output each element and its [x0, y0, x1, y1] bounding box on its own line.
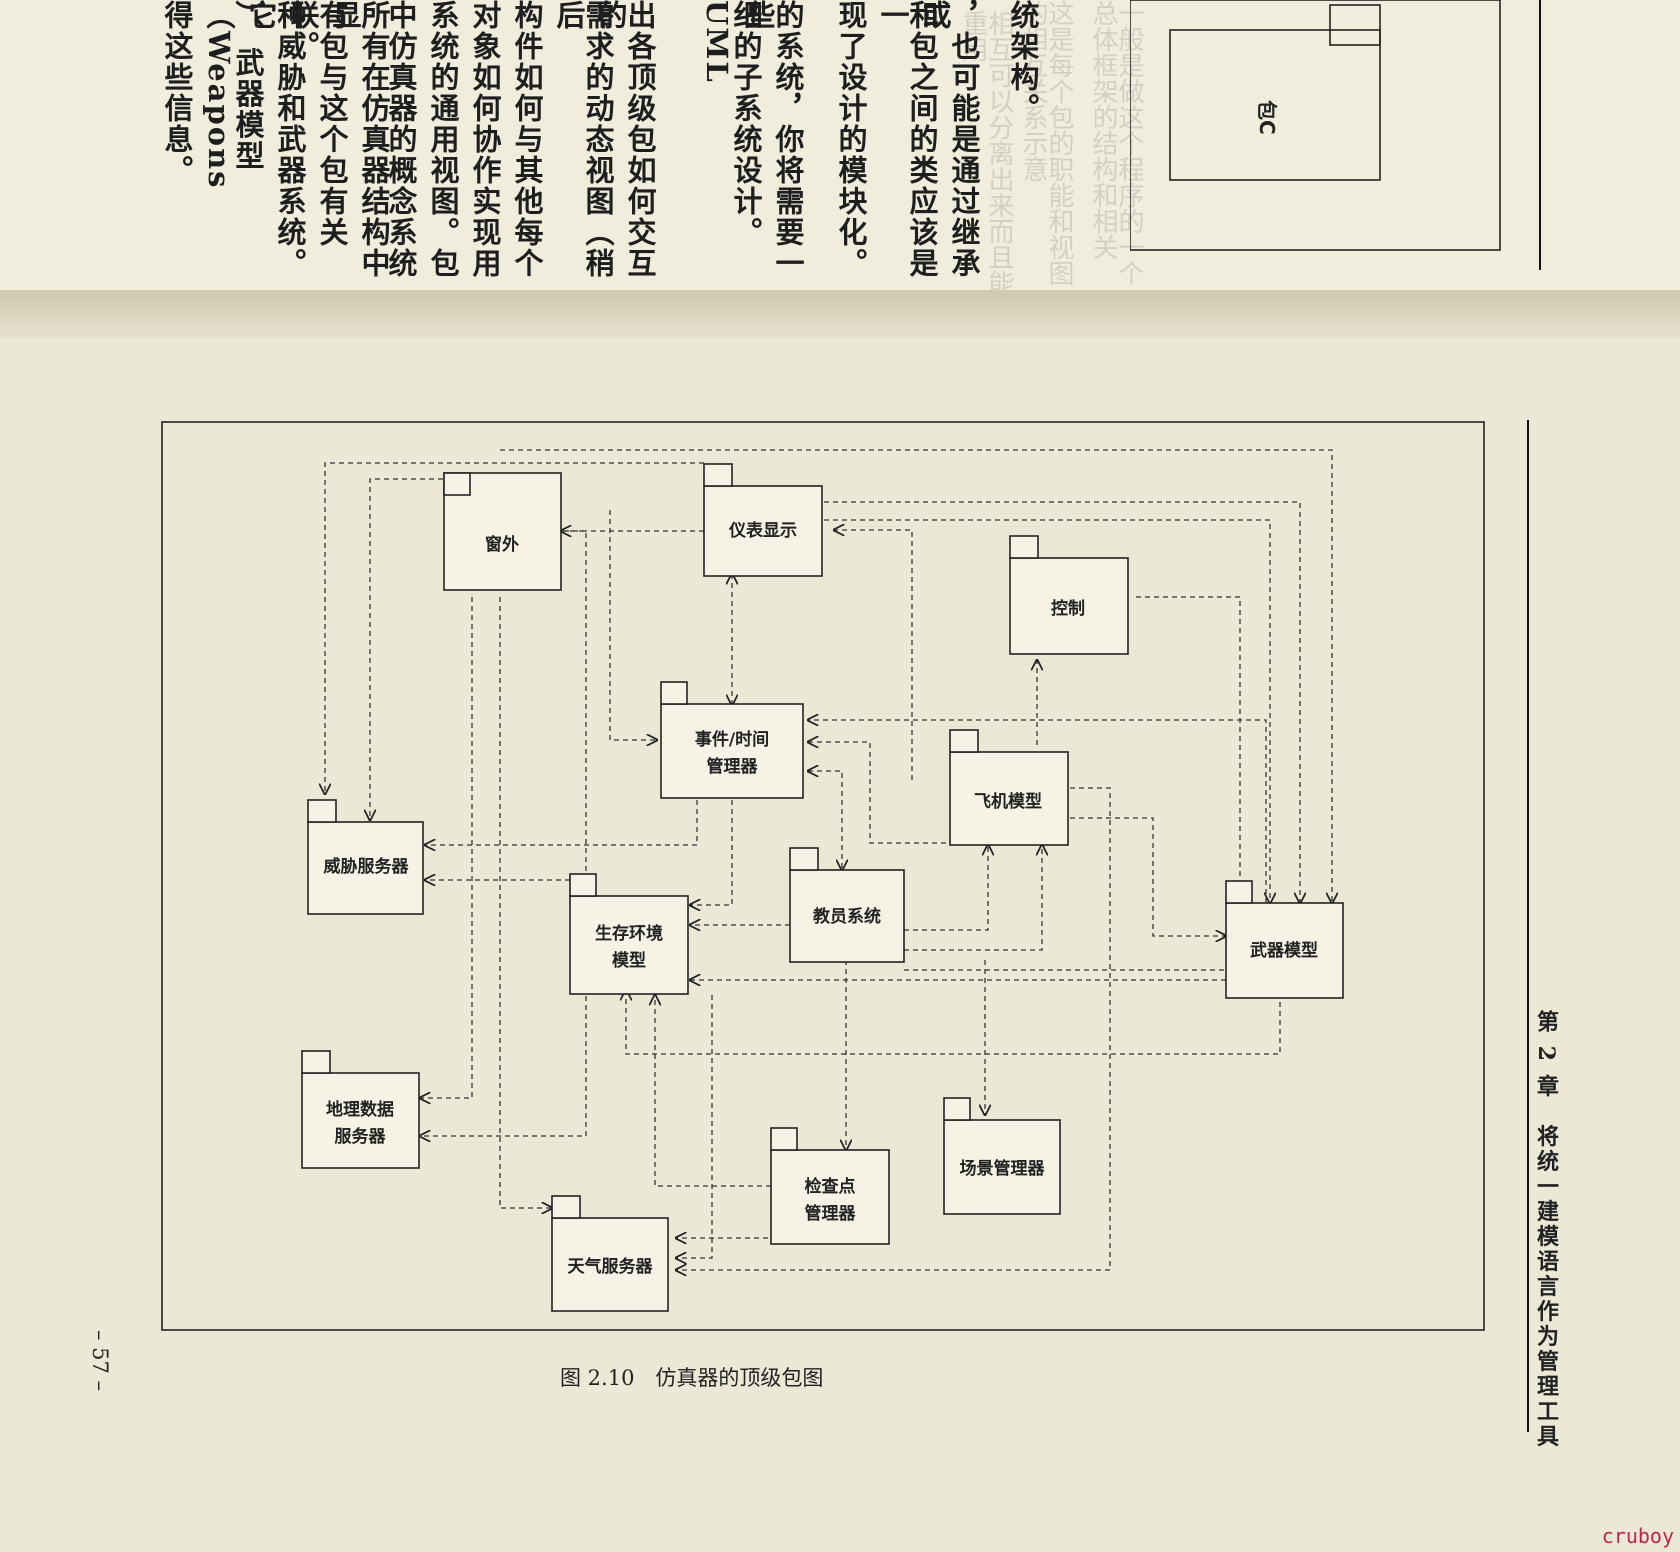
text-line: 种威胁和武器系统。它 [244, 0, 307, 279]
svg-text:包C: 包C [1255, 100, 1279, 135]
svg-text:仪表显示: 仪表显示 [728, 520, 797, 541]
svg-text:管理器: 管理器 [707, 756, 759, 777]
watermark: cruboy [1601, 1524, 1674, 1548]
text-line: 对象如何协作实现用 [468, 0, 502, 279]
text-line: 的系统，你将需要一些 [742, 0, 805, 279]
text-line: 出各顶级包如何交互的 [594, 0, 657, 279]
dep-window-to-weapon [500, 449, 1332, 903]
dep-event-to-instructor [808, 771, 842, 870]
svg-text:威胁服务器: 威胁服务器 [324, 856, 410, 877]
package-event-time-manager: 事件/时间 管理器 [660, 681, 804, 799]
book-gutter [0, 290, 1680, 338]
dep-window-to-geo [420, 597, 473, 1098]
text-line: 所有在仿真器结构中显 [328, 0, 391, 279]
dep-window-to-weather [499, 597, 552, 1208]
dep-event-to-aircraft [808, 742, 948, 844]
dep-event-to-survival [690, 800, 733, 905]
svg-text:生存环境: 生存环境 [595, 923, 663, 944]
dep-aircraft-to-display [834, 530, 913, 780]
page-number: – 57 – [88, 1330, 112, 1392]
package-weather-server: 天气服务器 [551, 1195, 669, 1312]
dep-weapon-to-event [808, 720, 1267, 903]
dep-instructor-to-aircraft-2 [904, 845, 1042, 951]
svg-text:窗外: 窗外 [485, 534, 519, 555]
svg-text:教员系统: 教员系统 [812, 906, 881, 927]
package-aircraft-model: 飞机模型 [949, 729, 1069, 846]
dep-survival-to-geo [420, 960, 587, 1136]
chapter-running-header: 第 2 章 将统一建模语言作为管理工具 [1533, 1010, 1559, 1450]
dep-weapon-to-survival-loop [626, 990, 1281, 1055]
dep-aircraft-to-weapon [1070, 817, 1226, 936]
dep-control-to-weapon [1136, 596, 1240, 903]
svg-text:事件/时间: 事件/时间 [695, 729, 769, 750]
package-geo-data-server: 地理数据 服务器 [301, 1050, 420, 1169]
text-line: ）、武器模型（Weapons [202, 0, 265, 190]
package-c-label: 包C [1255, 100, 1279, 135]
dep-window-to-event [609, 510, 657, 740]
text-line: 统架构。 [1006, 0, 1040, 124]
text-line: ，也可能是通过继承或 [918, 0, 981, 279]
svg-text:管理器: 管理器 [805, 1203, 857, 1224]
text-line: 有包与这个包有关联。 [286, 0, 349, 248]
text-line: 系统的通用视图。包 [426, 0, 460, 279]
text-line: 得这些信息。 [160, 0, 194, 186]
svg-text:天气服务器: 天气服务器 [568, 1256, 654, 1277]
svg-text:模型: 模型 [612, 950, 646, 971]
previous-page: 一般是做这个程序的一个总体框架的结构和相关 这是每个包的职能和视图的相互关系示意… [0, 0, 1680, 301]
svg-text:武器模型: 武器模型 [1250, 940, 1318, 961]
package-scenario-manager: 场景管理器 [943, 1097, 1061, 1215]
package-survival-environment-model: 生存环境 模型 [569, 873, 689, 995]
dep-aircraft-to-weather [676, 787, 1111, 1270]
package-threat-server: 威胁服务器 [307, 799, 424, 915]
dep-survival-to-window [561, 530, 587, 880]
dep-checkpoint-to-survival [655, 995, 771, 1187]
svg-text:检查点: 检查点 [805, 1176, 856, 1197]
dep-survival-to-weather [676, 995, 713, 1258]
package-checkpoint-manager: 检查点 管理器 [770, 1127, 890, 1245]
package-window-view: 窗外 [443, 472, 562, 591]
dep-instructor-to-aircraft [904, 845, 988, 931]
text-line: 和包之间的类应该是一 [876, 0, 939, 279]
package-instrument-display: 仪表显示 [703, 463, 823, 577]
text-line: 构件如何与其他每个 [510, 0, 544, 279]
show-through-text: 一般是做这个程序的一个总体框架的结构和相关 [1088, 0, 1144, 286]
svg-text:地理数据: 地理数据 [326, 1099, 394, 1120]
dep-window-to-threat [370, 478, 443, 820]
svg-text:场景管理器: 场景管理器 [960, 1158, 1046, 1179]
show-through-text-3: 相互可以分离出来而且能重用 [958, 10, 1014, 296]
package-c-sketch: 包C [1130, 0, 1541, 270]
figure-frame [161, 421, 1485, 1331]
text-line: 中仿真器的概念系统 [384, 0, 418, 279]
show-through-text-2: 这是每个包的职能和视图的相互关系示意 [1018, 0, 1074, 286]
package-instructor-system: 教员系统 [789, 847, 905, 963]
svg-text:飞机模型: 飞机模型 [974, 791, 1042, 812]
dep-display-to-threat-top [325, 462, 704, 794]
figure-caption: 图 2.10 仿真器的顶级包图 [560, 1366, 824, 1390]
svg-text:控制: 控制 [1051, 598, 1085, 619]
package-control: 控制 [1009, 535, 1129, 655]
text-line: 需求的动态视图（稍后 [552, 0, 615, 279]
text-line: 细的子系统设计。UML [700, 0, 763, 248]
dep-event-to-threat [425, 800, 698, 845]
dep-display-to-weapon-2 [824, 519, 1270, 903]
text-line: 现了设计的模块化。 [834, 0, 868, 279]
package-weapon-model: 武器模型 [1225, 880, 1344, 999]
svg-text:服务器: 服务器 [335, 1126, 387, 1147]
